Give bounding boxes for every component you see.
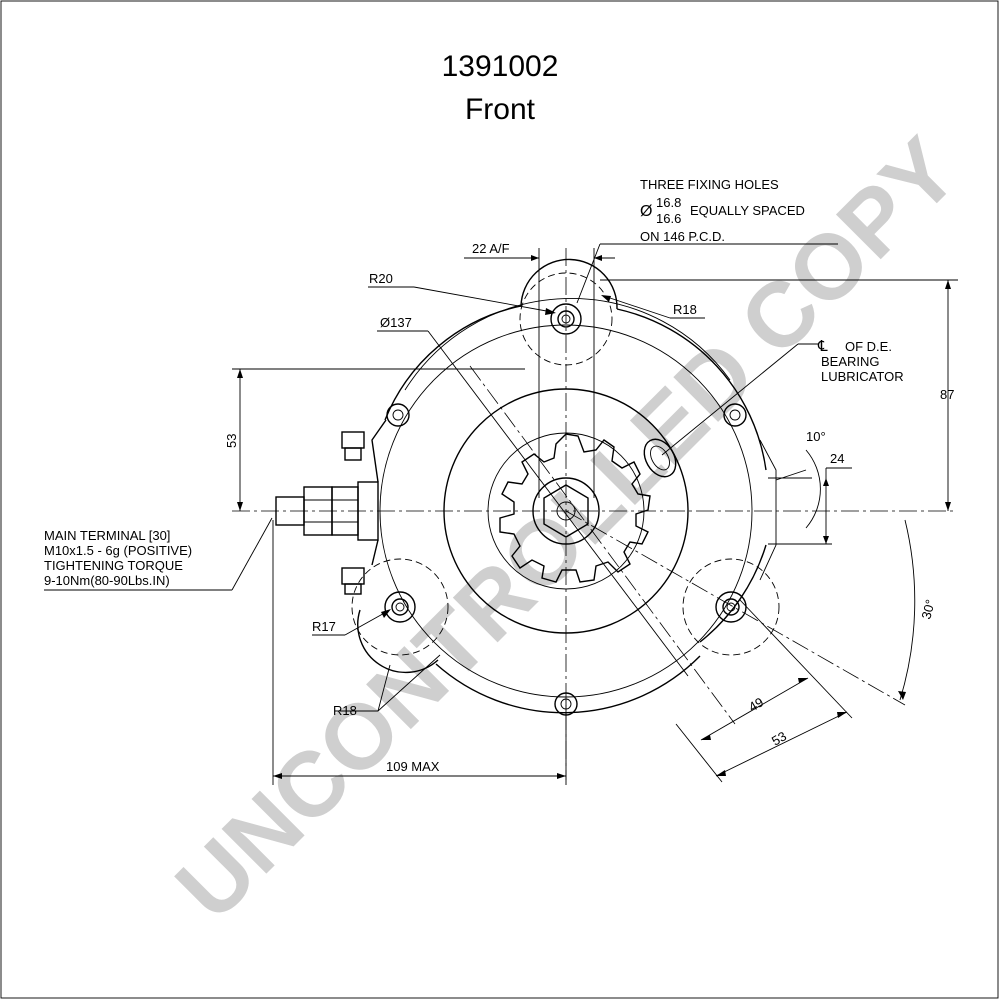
watermark-text: UNCONTROLLED COPY: [157, 119, 977, 939]
lubricator-note: ℄ OF D.E. BEARING LUBRICATOR: [661, 338, 904, 456]
lubricator: [643, 438, 677, 478]
dim-10deg-label: 10°: [806, 429, 826, 444]
fixing-note-line3: ON 146 P.C.D.: [640, 229, 725, 244]
dim-49-label: 49: [746, 694, 766, 714]
dim-109-max-label: 109 MAX: [386, 759, 440, 774]
dim-30deg: [898, 519, 916, 701]
part-number-title: 1391002: [442, 50, 559, 83]
dim-r20: [368, 286, 556, 315]
lubricator-note-line2: BEARING: [821, 354, 880, 369]
main-terminal: [275, 419, 387, 566]
lubricator-centerline-symbol: ℄: [817, 338, 828, 355]
dim-r18-bottom-label: R18: [333, 703, 357, 718]
lubricator-note-line1: OF D.E.: [845, 339, 892, 354]
dim-r18-top: [601, 295, 705, 319]
small-terminals: [341, 431, 365, 595]
view-title: Front: [465, 93, 536, 126]
main-terminal-note: MAIN TERMINAL [30] M10x1.5 - 6g (POSITIV…: [44, 517, 273, 591]
dim-53-diag-label: 53: [769, 728, 789, 748]
terminal-note-line3: TIGHTENING TORQUE: [44, 558, 183, 573]
dim-30deg-label: 30°: [918, 598, 938, 621]
fixing-note-tol-lower: 16.6: [656, 211, 681, 226]
fixing-bosses: [351, 272, 780, 656]
dim-r20-label: R20: [369, 271, 393, 286]
fixing-note-tol-upper: 16.8: [656, 195, 681, 210]
fixing-note-line2: EQUALLY SPACED: [690, 203, 805, 218]
dim-r17-label: R17: [312, 619, 336, 634]
fixing-note-line1: THREE FIXING HOLES: [640, 177, 779, 192]
fixing-hole-top: [550, 303, 582, 335]
dim-dia137-label: Ø137: [380, 315, 412, 330]
dim-dia137: [377, 330, 689, 677]
dim-24-label: 24: [830, 451, 844, 466]
fixing-holes-note: THREE FIXING HOLES Ø 16.8 16.6 EQUALLY S…: [576, 177, 838, 304]
dim-10deg-24: [768, 449, 852, 545]
dim-22-af-label: 22 A/F: [472, 241, 510, 256]
terminal-note-line1: MAIN TERMINAL [30]: [44, 528, 170, 543]
dim-109-max: [272, 520, 567, 785]
terminal-note-line2: M10x1.5 - 6g (POSITIVE): [44, 543, 192, 558]
dim-53-left: [232, 368, 525, 511]
dim-53-left-label: 53: [224, 434, 239, 448]
fixing-hole-left: [384, 591, 416, 623]
dim-87: [600, 279, 958, 511]
fixing-hole-right: [715, 591, 747, 623]
dim-r18-top-label: R18: [673, 302, 697, 317]
dim-r18-bottom: [340, 654, 441, 712]
dim-r17: [312, 609, 391, 636]
dim-87-label: 87: [940, 387, 954, 402]
terminal-note-line4: 9-10Nm(80-90Lbs.IN): [44, 573, 170, 588]
lubricator-note-line3: LUBRICATOR: [821, 369, 904, 384]
pinion-gear: [499, 433, 651, 583]
dim-49-53-diagonal: [675, 599, 853, 783]
fixing-note-dia-symbol: Ø: [640, 203, 652, 220]
dim-22-af: [464, 248, 615, 498]
